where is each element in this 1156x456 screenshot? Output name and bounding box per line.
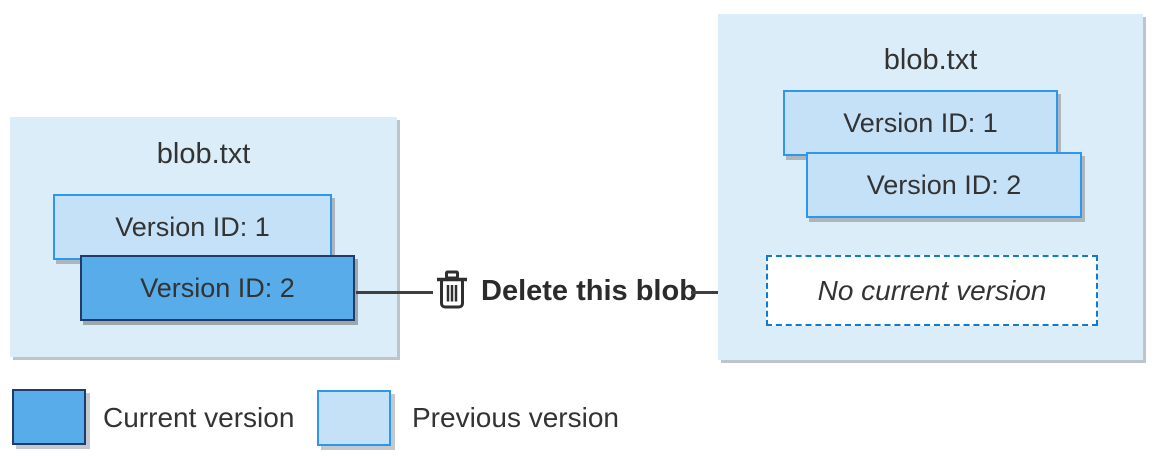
blob-container-after: blob.txt Version ID: 1 Version ID: 2 No … [718, 14, 1143, 360]
no-current-version-box: No current version [766, 255, 1098, 326]
version-2-box: Version ID: 2 [806, 152, 1082, 218]
delete-action-label: Delete this blob [481, 275, 697, 307]
connector-line-left [356, 291, 433, 294]
version-2-label: Version ID: 2 [866, 169, 1022, 200]
legend-swatch-previous [317, 390, 391, 446]
version-1-label: Version ID: 1 [115, 211, 270, 242]
version-1-box: Version ID: 1 [783, 90, 1058, 156]
legend-label-previous: Previous version [412, 402, 619, 433]
version-1-box: Version ID: 1 [53, 194, 332, 260]
version-2-box-current: Version ID: 2 [80, 255, 355, 321]
blob-title: blob.txt [883, 44, 978, 76]
legend-swatch-current [12, 389, 86, 445]
version-2-label: Version ID: 2 [140, 272, 295, 303]
legend-label-current: Current version [103, 402, 295, 433]
blob-container-before: blob.txt Version ID: 1 Version ID: 2 [10, 117, 397, 357]
blob-title: blob.txt [156, 138, 251, 170]
no-current-version-label: No current version [817, 274, 1047, 306]
version-1-label: Version ID: 1 [843, 107, 998, 138]
trash-icon [437, 270, 467, 309]
